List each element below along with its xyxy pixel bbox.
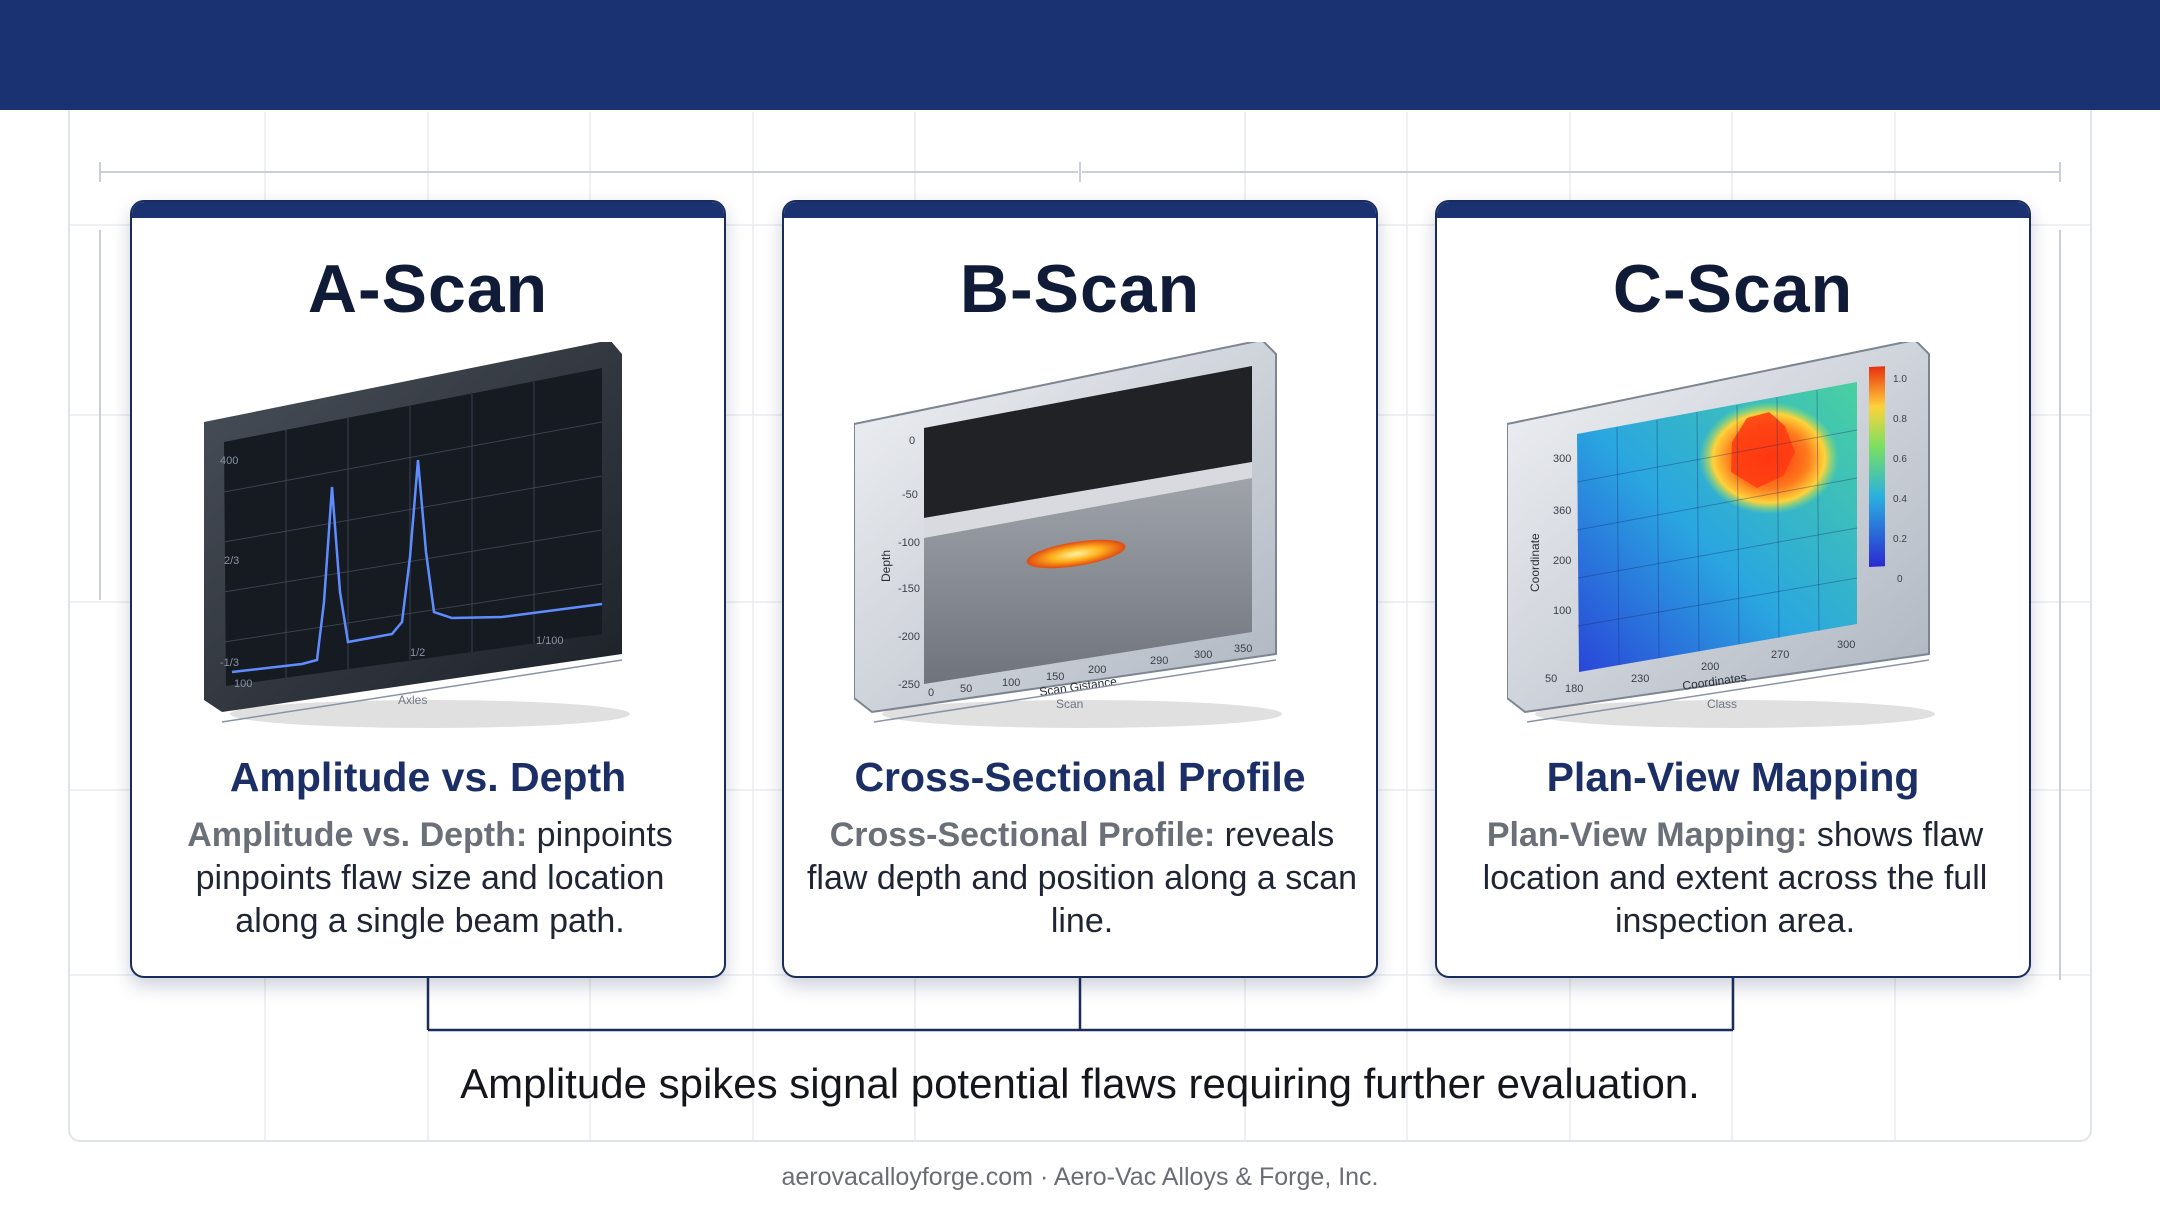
x-tick-label: 350	[1234, 643, 1252, 655]
card-cap	[132, 202, 724, 218]
x-tick-label: 230	[1631, 673, 1649, 685]
description-text: shows flaw location and extent across th…	[1482, 816, 1988, 940]
y-tick-label: 360	[1553, 505, 1571, 517]
x-tick-label: 150	[1046, 671, 1064, 683]
bottom-label: Class	[1707, 697, 1737, 711]
y-axis-label: Depth	[879, 550, 893, 582]
x-tick-label: 300	[1837, 639, 1855, 651]
b-scan-illustration: 0 -50 -100 -150 -200 -250 Depth 0 50 100…	[854, 342, 1282, 728]
y-tick-label: -100	[898, 537, 920, 549]
y-tick-label: 0	[909, 435, 915, 447]
bottom-label: Scan	[1056, 697, 1083, 711]
card-description: Amplitude vs. Depth: pinpoints pinpoints…	[152, 814, 708, 943]
x-tick-label: 290	[1150, 655, 1168, 667]
description-emphasis: Cross-Sectional Profile:	[829, 816, 1216, 854]
y-tick-label: 2/3	[224, 555, 239, 567]
y-tick-label: 200	[1553, 555, 1571, 567]
origin-label: 100	[234, 678, 252, 690]
card-cap	[1437, 202, 2029, 218]
footer: aerovacalloyforge.com · Aero-Vac Alloys …	[781, 1163, 1379, 1191]
y-tick-label: -150	[898, 583, 920, 595]
x-tick-label: 300	[1194, 649, 1212, 661]
x-tick-label: 50	[960, 683, 972, 695]
a-scan-card: A-Scan 400 2/3 -1/3 100 1/2 1/100 Axles …	[130, 200, 726, 978]
caption: Amplitude spikes signal potential flaws …	[460, 1060, 1700, 1107]
card-description: Cross-Sectional Profile: reveals flaw de…	[804, 814, 1360, 943]
card-subtitle: Plan-View Mapping	[1546, 754, 1920, 800]
card-subtitle: Cross-Sectional Profile	[854, 754, 1306, 800]
colorbar-tick: 0	[1897, 574, 1903, 585]
y-tick-label: 100	[1553, 605, 1571, 617]
y-tick-label: -50	[902, 489, 918, 501]
x-tick-label: 270	[1771, 649, 1789, 661]
card-title: B-Scan	[959, 251, 1201, 327]
x-tick-label: 0	[928, 687, 934, 699]
amplitude-trace	[231, 459, 603, 674]
y-tick-label: -200	[898, 631, 920, 643]
x-tick-label: 200	[1088, 664, 1106, 676]
description-text: pinpoints pinpoints flaw size and locati…	[195, 816, 673, 940]
description-emphasis: Plan-View Mapping:	[1486, 816, 1808, 854]
c-scan-card: C-Scan 1.0 0	[1435, 200, 2031, 978]
y-tick-label: 300	[1553, 453, 1571, 465]
y-tick-label: -1/3	[220, 657, 239, 669]
card-cap	[784, 202, 1376, 218]
card-description: Plan-View Mapping: shows flaw location a…	[1457, 814, 2013, 943]
card-subtitle: Amplitude vs. Depth	[229, 754, 627, 800]
description-emphasis: Amplitude vs. Depth:	[187, 816, 528, 854]
colorbar-tick: 0.8	[1893, 414, 1907, 425]
x-tick-label: 1/100	[536, 635, 564, 647]
y-tick-label: 50	[1545, 673, 1557, 685]
x-axis-label: Axles	[398, 693, 427, 707]
card-title: C-Scan	[1612, 251, 1854, 327]
header-bar	[0, 0, 2160, 110]
y-tick-label: -250	[898, 679, 920, 691]
x-tick-label: 200	[1701, 661, 1719, 673]
a-scan-illustration: 400 2/3 -1/3 100 1/2 1/100 Axles	[204, 342, 630, 728]
colorbar-tick: 0.6	[1893, 454, 1907, 465]
x-tick-label: 180	[1565, 683, 1583, 695]
colorbar-tick: 1.0	[1893, 374, 1907, 385]
y-axis-label: Coordinate	[1528, 533, 1542, 592]
b-scan-card: B-Scan 0 -50 -100 -150 -200 -250 Depth 0…	[782, 200, 1378, 978]
c-scan-illustration: 1.0 0.8 0.6 0.4 0.2 0 300 360 200 100 50…	[1507, 342, 1935, 728]
y-tick-label: 400	[220, 455, 238, 467]
x-tick-label: 100	[1002, 677, 1020, 689]
card-title: A-Scan	[307, 251, 549, 327]
x-tick-label: 1/2	[410, 647, 425, 659]
colorbar-tick: 0.4	[1893, 494, 1907, 505]
description-text: reveals flaw depth and position along a …	[806, 816, 1358, 940]
colorbar-tick: 0.2	[1893, 534, 1907, 545]
